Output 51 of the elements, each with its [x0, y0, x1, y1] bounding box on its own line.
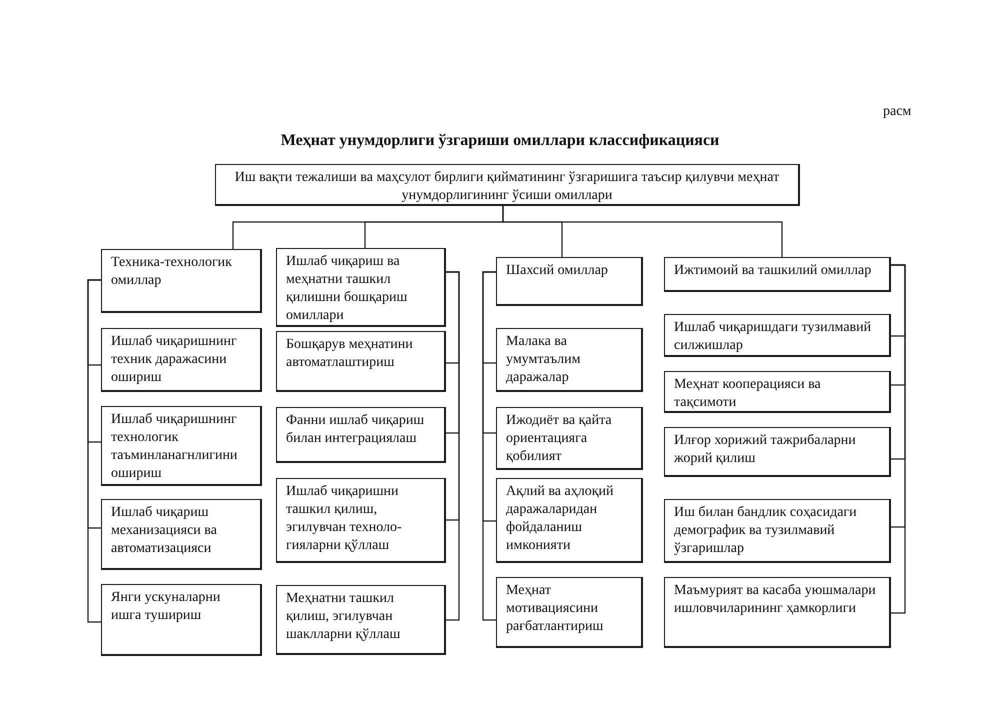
category-box [276, 331, 446, 392]
box-text: Фанни ишлаб чиқариш билан интеграциялаш [286, 412, 426, 448]
category-box [496, 407, 643, 470]
box-text: Шахсий омиллар [506, 262, 609, 280]
category-box [664, 577, 891, 648]
category-box [276, 407, 446, 463]
category-box [664, 371, 891, 413]
category-box [496, 577, 643, 648]
box-text: Бошқарув меҳнатини автоматлаштириш [286, 336, 414, 372]
box-text: Ишлаб чиқаришнинг техник даражасини ошириш [111, 333, 238, 387]
connector-line [502, 206, 783, 257]
category-box [496, 328, 643, 392]
box-text: Янги ускуналарни ишга тушириш [111, 589, 222, 625]
box-text: Ишлаб чиқариш механизацияси ва автоматизацияси [111, 504, 218, 558]
connector-line [446, 271, 460, 621]
box-text: Ижтимоий ва ташкилий омиллар [674, 262, 872, 280]
category-box [664, 499, 891, 563]
category-box [215, 164, 800, 206]
box-text: Иш билан бандлик соҳасидаги демографик ва тузилмавий ўзгаришлар [674, 504, 858, 558]
category-box [276, 585, 446, 655]
box-text: Техника-технологик омиллар [111, 254, 233, 290]
category-box [101, 406, 262, 486]
connector-line [891, 264, 906, 614]
category-box [496, 257, 643, 306]
figure-label: расм [883, 103, 912, 121]
box-text: Илғор хорижий тажрибаларни жорий қилиш [674, 432, 857, 468]
category-box [664, 427, 891, 477]
box-text: Ижодиёт ва қайта ориентацияга қобилият [506, 412, 613, 466]
category-box [496, 478, 643, 563]
category-box [664, 314, 891, 357]
connector-line [87, 279, 101, 623]
box-text: Ишлаб чиқаришни ташкил қилиш, эгилувчан техноло-гияларни қўллаш [286, 483, 403, 555]
box-text: Ишлаб чиқариш ва меҳнатни ташкил қилишни бошқариш омиллари [286, 253, 408, 325]
category-box [276, 248, 446, 327]
box-text: Маъмурият ва касаба уюшмалари ишловчиларининг ҳамкорлиги [674, 582, 877, 618]
category-box [101, 499, 262, 570]
connector-line [482, 271, 496, 621]
box-text: Меҳнатни ташкил қилиш, эгилувчан шаклларни қўллаш [286, 590, 402, 644]
category-box [101, 584, 262, 656]
category-box [276, 478, 446, 563]
box-text: Иш вақти тежалиши ва маҳсулот бирлиги қийматининг ўзгаришига таъсир қилувчи меҳнат унумдорлигининг ўсиши омиллари [234, 169, 780, 205]
category-box [664, 257, 891, 292]
box-text: Меҳнат мотивациясини рағбатлантириш [506, 582, 604, 636]
category-box [101, 328, 262, 392]
box-text: Ишлаб чиқаришнинг технологик таъминланагнлигини ошириш [111, 411, 238, 483]
diagram-title: Меҳнат унумдорлиги ўзгариши омиллари классификацияси [280, 131, 720, 151]
category-box [101, 249, 262, 313]
box-text: Ишлаб чиқаришдаги тузилмавий силжишлар [674, 319, 872, 355]
box-text: Меҳнат кооперацияси ва тақсимоти [674, 376, 822, 412]
box-text: Малака ва умумтаълим даражалар [506, 333, 582, 387]
box-text: Ақлий ва аҳлоқий даражаларидан фойдаланиш имконияти [506, 483, 615, 555]
